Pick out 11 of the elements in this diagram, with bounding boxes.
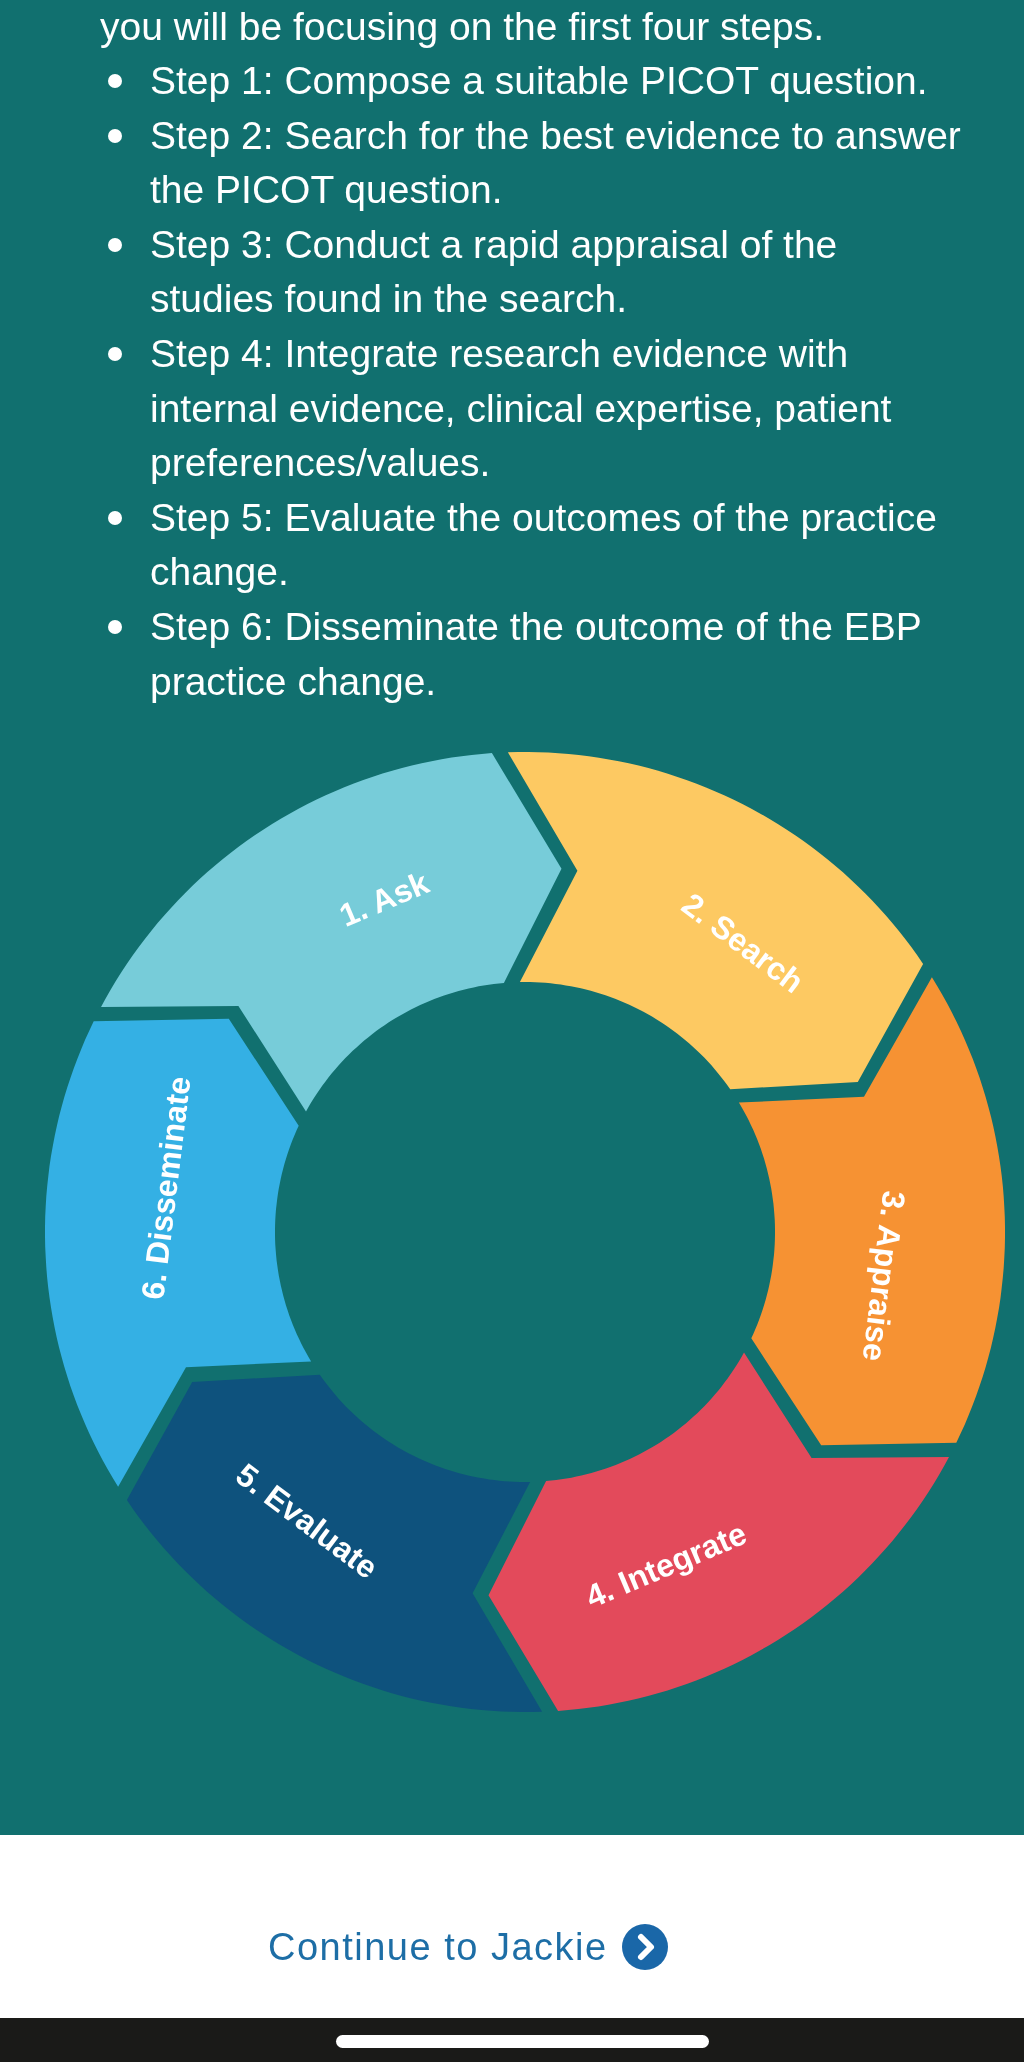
list-item-text: Step 2: Search for the best evidence to answer the PICOT question. [150, 112, 962, 214]
list-item-text: Step 6: Disseminate the outcome of the EBP practice change. [150, 603, 923, 705]
list-item-text: Step 4: Integrate research evidence with internal evidence, clinical expertise, patient preferences/values. [150, 330, 893, 487]
step-label: 3. Appraise [856, 1188, 913, 1364]
intro-text: you will be focusing on the first four steps. [100, 4, 825, 50]
list-item-text: Step 5: Evaluate the outcomes of the practice change. [150, 494, 938, 596]
continue-link: Continue to Jackie [268, 1922, 668, 1972]
list-item-text: Step 3: Conduct a rapid appraisal of the studies found in the search. [150, 221, 839, 323]
step-label: 1. Ask [333, 864, 434, 934]
step-label: 6. Disseminate [134, 1074, 198, 1302]
list-item-text: Step 1: Compose a suitable PICOT question. [150, 58, 929, 104]
